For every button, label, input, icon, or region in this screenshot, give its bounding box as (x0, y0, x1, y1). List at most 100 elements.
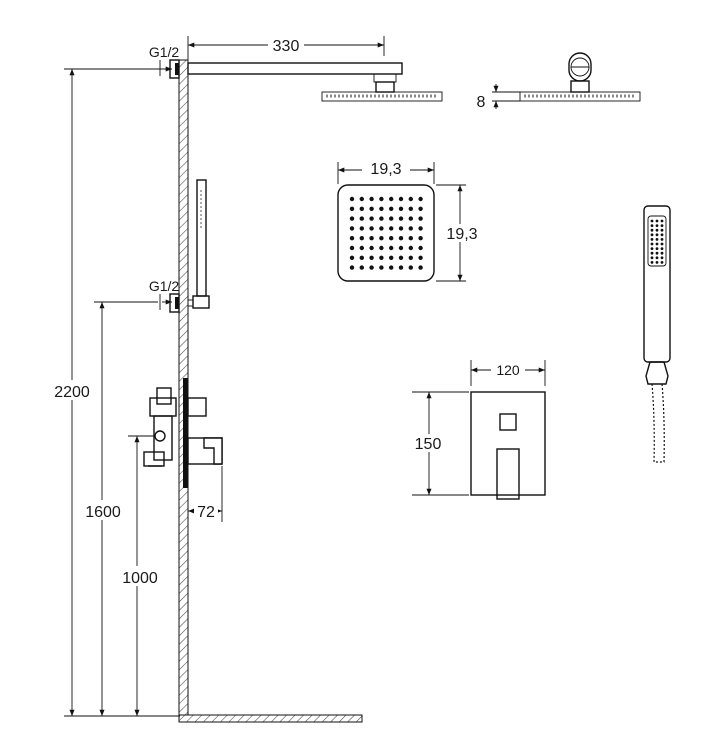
hand-nozzle-dot (655, 238, 659, 241)
nozzle-dot (389, 206, 394, 211)
hand-nozzle-dot (660, 251, 664, 255)
hand-nozzle-dot (650, 247, 654, 251)
nozzle-dot (389, 196, 394, 202)
head-thickness-label: 8 (477, 94, 486, 111)
hand-nozzle-dot (650, 251, 654, 255)
nozzle-dot (369, 245, 374, 251)
hand-nozzle-dot (660, 233, 664, 237)
mixer-body (143, 378, 207, 488)
nozzle-dot (418, 196, 423, 202)
hand-nozzle-dot (655, 224, 659, 228)
hand-nozzle-dot (660, 238, 664, 241)
arm-length-dimension: 330 (187, 36, 385, 62)
nozzle-dot (389, 216, 394, 221)
nozzle-dot (389, 236, 394, 241)
hand-nozzle-dot (655, 219, 659, 223)
nozzle-grid (349, 196, 423, 270)
mixer-lever (187, 437, 223, 465)
height-1000-dimension: 1000 (118, 435, 160, 716)
hand-nozzle-dot (655, 251, 659, 255)
nozzle-dot (359, 206, 364, 211)
nozzle-dot (408, 226, 413, 231)
hand-nozzle-dot (655, 261, 659, 264)
nozzle-dot (369, 216, 374, 221)
nozzle-dot (408, 236, 413, 241)
hand-nozzle-dot (650, 228, 654, 232)
hand-nozzle-dot (650, 219, 654, 223)
nozzle-dot (418, 206, 423, 211)
nozzle-dot (349, 196, 355, 202)
height-2200-label: 2200 (54, 384, 90, 401)
mixer-plate (470, 391, 546, 500)
arm-length-label: 330 (273, 38, 300, 55)
nozzle-dot (379, 265, 384, 270)
nozzle-dot (369, 196, 374, 202)
head-thickness-dimension: 8 (477, 84, 520, 111)
plate-height-dimension: 150 (408, 391, 469, 496)
hand-nozzle-dot (650, 233, 654, 237)
hand-nozzle-dot (660, 242, 664, 246)
nozzle-dot (369, 226, 374, 231)
mixer-projection-label: 72 (197, 504, 215, 521)
height-1600-label: 1600 (85, 504, 121, 521)
nozzle-dot (389, 226, 394, 231)
height-1600-dimension: 1600 (82, 301, 158, 716)
nozzle-dot (379, 226, 384, 231)
hand-nozzle-dot (660, 247, 664, 251)
nozzle-dot (418, 245, 423, 251)
nozzle-dot (349, 216, 355, 221)
nozzle-dot (359, 226, 364, 231)
hand-nozzle-dot (650, 242, 654, 246)
nozzle-dot (379, 236, 384, 241)
nozzle-dot (408, 265, 413, 270)
hand-nozzle-dot (660, 261, 664, 264)
hand-nozzle-dot (655, 233, 659, 237)
nozzle-dot (349, 226, 355, 231)
hand-shower-side (187, 179, 210, 309)
nozzle-dot (359, 236, 364, 241)
hand-nozzle-dot (655, 247, 659, 251)
nozzle-dot (349, 236, 355, 241)
nozzle-dot (398, 255, 404, 260)
plate-width-dimension: 120 (470, 360, 546, 386)
hand-nozzle-dot (650, 261, 654, 264)
nozzle-dot (369, 206, 374, 211)
thread-bottom: G1/2 (149, 278, 180, 313)
height-1000-label: 1000 (122, 570, 158, 587)
nozzle-dot (398, 236, 404, 241)
shower-head-top (337, 184, 435, 282)
nozzle-dot (379, 206, 384, 211)
height-2200-dimension: 2200 (52, 68, 180, 717)
shower-head-side (321, 91, 443, 102)
thread-bottom-label: G1/2 (149, 278, 180, 294)
nozzle-dot (408, 216, 413, 221)
nozzle-dot (398, 265, 404, 270)
nozzle-dot (379, 196, 384, 202)
nozzle-dot (398, 196, 404, 202)
nozzle-dot (359, 216, 364, 221)
nozzle-dot (408, 196, 413, 202)
nozzle-dot (359, 265, 364, 270)
nozzle-dot (379, 216, 384, 221)
nozzle-dot (349, 255, 355, 260)
nozzle-dot (349, 265, 355, 270)
nozzle-dot (359, 245, 364, 251)
nozzle-dot (369, 255, 374, 260)
thread-top-label: G1/2 (149, 44, 180, 60)
hand-nozzle-dot (655, 242, 659, 246)
nozzle-dot (359, 196, 364, 202)
nozzle-dot (389, 255, 394, 260)
floor (178, 714, 363, 723)
shower-arm (169, 59, 403, 93)
head-depth-dimension: 19,3 (436, 184, 484, 282)
head-width-dimension: 19,3 (337, 160, 435, 184)
nozzle-dot (398, 206, 404, 211)
nozzle-dot (379, 255, 384, 260)
nozzle-dot (389, 245, 394, 251)
nozzle-dot (418, 265, 423, 270)
hand-nozzle-dot (650, 224, 654, 228)
nozzle-dot (408, 245, 413, 251)
nozzle-dot (418, 255, 423, 260)
plate-width-label: 120 (496, 362, 520, 378)
